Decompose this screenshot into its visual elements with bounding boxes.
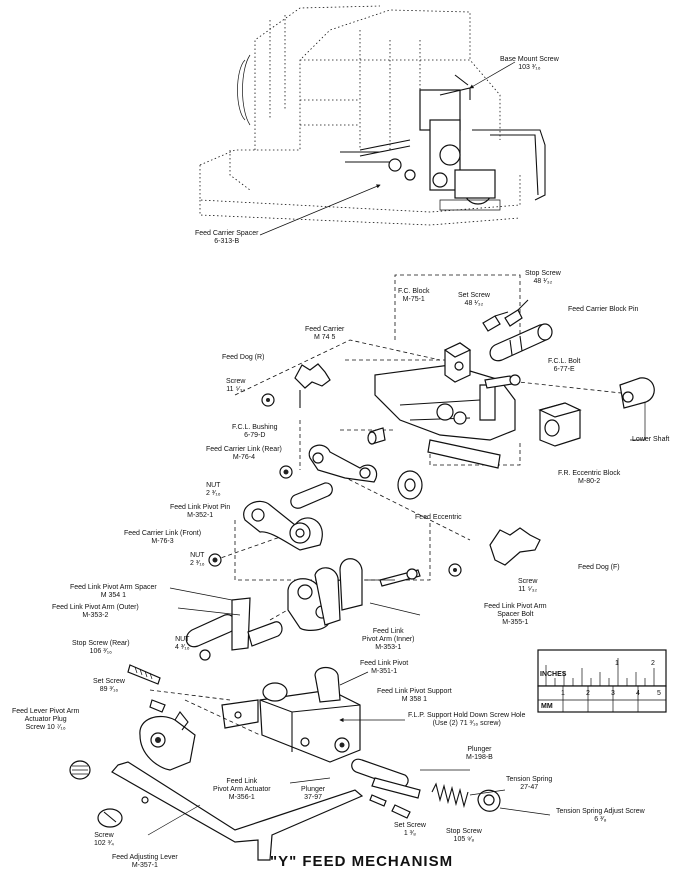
label-feed-dog-f: Feed Dog (F) [578,564,620,571]
label-feed-carrier-link-rear: Feed Carrier Link (Rear)M-76-4 [206,446,282,461]
scale-inch-1: 1 [615,660,619,667]
label-feed-link-pivot-arm-outer: Feed Link Pivot Arm (Outer)M-353-2 [52,604,139,619]
label-feed-carrier-block-pin: Feed Carrier Block Pin [568,306,639,313]
pivot-arm-assembly [127,558,421,685]
scale-mm-1: 1 [561,690,565,697]
scale-mm-5: 5 [657,690,661,697]
diagram-title: "Y" FEED MECHANISM [270,853,454,870]
label-feed-eccentric: Feed Eccentric [415,514,462,521]
feed-carrier-assembly [208,274,655,621]
scale-mm-label: MM [541,703,553,710]
scale-inches-label: INCHES [540,671,567,678]
label-feed-dog-r: Feed Dog (R) [222,354,265,361]
scale-ruler [537,649,667,713]
label-lower-shaft: Lower Shaft [632,436,670,443]
machine-body-outline [199,5,546,226]
scale-mm-3: 3 [611,690,615,697]
label-feed-carrier-link-front: Feed Carrier Link (Front)M-76-3 [124,530,202,545]
scale-mm-4: 4 [636,690,640,697]
support-actuator-assembly [69,666,405,780]
label-flp-support-hold-down: F.L.P. Support Hold Down Screw Hole(Use … [408,712,526,727]
feed-adjusting-lever-part [97,761,364,861]
plunger-spring-group [351,758,551,819]
label-stop-screw-rear: Stop Screw (Rear)106 ³⁄₁₆ [72,640,130,655]
scale-mm-2: 2 [586,690,590,697]
scale-inch-2: 2 [651,660,655,667]
